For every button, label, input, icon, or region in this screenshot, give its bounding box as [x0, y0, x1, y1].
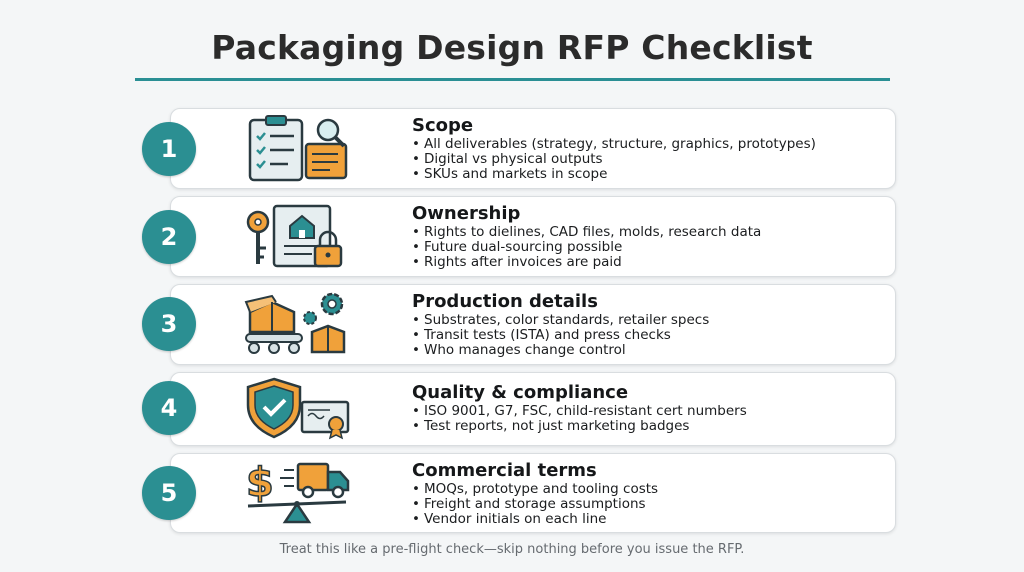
page-title: Packaging Design RFP Checklist	[211, 28, 813, 67]
dollar-truck-balance-icon: $	[242, 458, 354, 526]
list-item: •SKUs and markets in scope	[412, 166, 608, 182]
clipboard-checklist-magnifier-icon	[242, 114, 354, 182]
list-item: •Digital vs physical outputs	[412, 151, 603, 167]
list-item: •Freight and storage assumptions	[412, 496, 646, 512]
step-badge-1: 1	[142, 122, 196, 176]
title-underline	[135, 78, 890, 81]
boxes-gears-conveyor-icon	[242, 290, 354, 358]
key-document-lock-icon	[242, 202, 354, 270]
list-item: •Test reports, not just marketing badges	[412, 418, 690, 434]
section-scope: Scope •All deliverables (strategy, struc…	[412, 116, 816, 182]
shield-certificate-icon	[242, 376, 354, 440]
list-item: •Who manages change control	[412, 342, 626, 358]
section-heading: Scope	[412, 115, 474, 136]
list-item: •Future dual-sourcing possible	[412, 239, 623, 255]
list-item: •Vendor initials on each line	[412, 511, 607, 527]
svg-text:$: $	[246, 460, 274, 506]
section-production-details: Production details •Substrates, color st…	[412, 292, 709, 358]
step-badge-3: 3	[142, 297, 196, 351]
section-commercial-terms: Commercial terms •MOQs, prototype and to…	[412, 461, 658, 527]
step-badge-5: 5	[142, 466, 196, 520]
footer-note: Treat this like a pre-flight check—skip …	[279, 542, 745, 557]
section-heading: Commercial terms	[412, 460, 597, 481]
list-item: •Rights to dielines, CAD files, molds, r…	[412, 224, 762, 240]
section-heading: Ownership	[412, 203, 521, 224]
list-item: •ISO 9001, G7, FSC, child-resistant cert…	[412, 403, 747, 419]
list-item: •All deliverables (strategy, structure, …	[412, 136, 816, 152]
section-ownership: Ownership •Rights to dielines, CAD files…	[412, 204, 761, 270]
section-heading: Production details	[412, 291, 598, 312]
section-quality-compliance: Quality & compliance •ISO 9001, G7, FSC,…	[412, 383, 747, 434]
list-item: •Rights after invoices are paid	[412, 254, 622, 270]
list-item: •Substrates, color standards, retailer s…	[412, 312, 710, 328]
step-badge-4: 4	[142, 381, 196, 435]
list-item: •Transit tests (ISTA) and press checks	[412, 327, 671, 343]
step-badge-2: 2	[142, 210, 196, 264]
section-heading: Quality & compliance	[412, 382, 629, 403]
list-item: •MOQs, prototype and tooling costs	[412, 481, 659, 497]
